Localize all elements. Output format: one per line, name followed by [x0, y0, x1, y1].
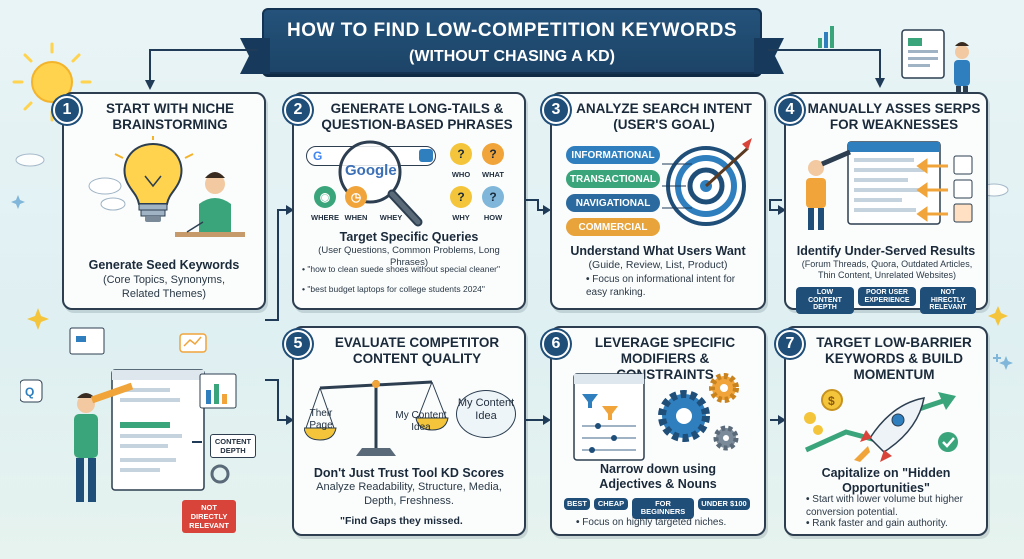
step-5-quote: "Find Gaps they missed.	[340, 515, 463, 527]
svg-text:$: $	[828, 394, 835, 408]
question-what-icon: ?	[482, 143, 504, 165]
step-7-title: TARGET LOW-BARRIER KEYWORDS & BUILD MOME…	[816, 335, 972, 383]
scale-right-label: My Content Idea	[395, 410, 447, 433]
step-1-subtitle: Generate Seed Keywords	[88, 258, 240, 272]
modifier-for-beginners: FOR BEGINNERS	[632, 498, 694, 519]
telescope-person-icon	[74, 382, 134, 502]
question-why-label: WHY	[452, 213, 470, 222]
google-g-icon: G	[313, 149, 323, 163]
intent-commercial: COMMERCIAL	[566, 218, 660, 236]
serp-tag-not-relevant: NOT HIRECTLY RELEVANT	[920, 287, 976, 315]
question-where-icon: ◉	[314, 186, 336, 208]
question-whey-label: WHEY	[379, 213, 403, 222]
question-when-icon: ◷	[345, 186, 367, 208]
serp-tag-poor-ux: POOR USER EXPERIENCE	[858, 287, 916, 307]
person-writing-icon	[175, 172, 245, 237]
modifier-under-100: UNDER $100	[698, 498, 750, 511]
question-who-icon: ?	[450, 143, 472, 165]
title-banner: HOW TO FIND LOW-COMPETITION KEYWORDS (WI…	[240, 8, 784, 74]
step-1-number: 1	[53, 96, 81, 124]
gear-icon	[658, 373, 739, 451]
step-6-number: 6	[542, 330, 570, 358]
callout-not-relevant: NOT DIRECTLY RELEVANT	[182, 500, 236, 533]
serp-illustration	[806, 141, 973, 230]
step-2-subtitle: Target Specific Queries	[339, 230, 479, 244]
search-button[interactable]	[419, 149, 433, 162]
modifier-best: BEST	[564, 498, 590, 511]
step-5-title: EVALUATE COMPETITOR CONTENT QUALITY	[334, 335, 500, 367]
step-5-subtitle: Don't Just Trust Tool KD Scores	[313, 466, 505, 480]
balance-scale-icon	[304, 380, 449, 456]
step-7-bullet-2: Rank faster and gain authority.	[806, 518, 982, 531]
search-word: Google	[345, 162, 397, 179]
question-where-label: WHERE	[311, 213, 339, 222]
question-what-label: WHAT	[482, 170, 504, 179]
serp-tag-low-content: LOW CONTENT DEPTH	[796, 287, 854, 315]
intent-navigational: NAVIGATIONAL	[566, 194, 660, 212]
title-line-2: (WITHOUT CHASING A KD)	[409, 48, 615, 65]
step-6-bullet: Focus on highly targeted niches.	[576, 517, 756, 530]
scale-left-label: Their Page	[309, 408, 333, 431]
step-3-subtitle: Understand What Users Want	[570, 244, 746, 258]
step-2-title: GENERATE LONG-TAILS & QUESTION-BASED PHR…	[321, 101, 513, 133]
step-4-title: MANUALLY ASSES SERPS FOR WEAKNESSES	[807, 101, 981, 133]
question-when-label: WHEN	[344, 213, 368, 222]
step-2-number: 2	[284, 96, 312, 124]
step-1-detail: (Core Topics, Synonyms, Related Themes)	[102, 274, 226, 300]
question-how-label: HOW	[483, 213, 503, 222]
step-7-number: 7	[776, 330, 804, 358]
step-4-number: 4	[776, 96, 804, 124]
step-7-subtitle: Capitalize on "Hidden Opportunities"	[821, 466, 951, 495]
rocket-icon	[854, 397, 925, 462]
step-1-card	[62, 92, 266, 310]
step-3-bullet: Focus on informational intent for easy r…	[586, 274, 736, 299]
callout-content-depth: CONTENT DEPTH	[210, 434, 256, 458]
lightbulb-icon	[88, 136, 194, 222]
step-1-illustration	[88, 136, 245, 237]
rocket-growth-illustration: $	[804, 389, 958, 462]
title-line-1: HOW TO FIND LOW-COMPETITION KEYWORDS	[286, 20, 738, 41]
step-1-title: START WITH NICHE BRAINSTORMING	[106, 101, 234, 133]
content-idea-bubble: My Content Idea	[456, 390, 516, 438]
step-3-number: 3	[542, 96, 570, 124]
intent-transactional: TRANSACTIONAL	[566, 170, 660, 188]
step-4-detail: (Forum Threads, Quora, Outdated Articles…	[801, 259, 973, 281]
question-how-icon: ?	[482, 186, 504, 208]
filter-gears-illustration	[573, 373, 739, 461]
step-3-detail: (Guide, Review, List, Product)	[588, 259, 728, 271]
step-2-bullet-1: "how to clean suede shoes without specia…	[302, 264, 522, 275]
step-6-subtitle: Narrow down using Adjectives & Nouns	[599, 462, 717, 491]
step-5-detail: Analyze Readability, Structure, Media, D…	[316, 481, 502, 507]
step-4-subtitle: Identify Under-Served Results	[796, 244, 976, 258]
research-illustration: Q	[20, 327, 237, 502]
coin-icon: $	[821, 389, 843, 411]
question-why-icon: ?	[450, 186, 472, 208]
step-3-title: ANALYZE SEARCH INTENT (USER'S GOAL)	[576, 101, 752, 133]
step-5-number: 5	[284, 330, 312, 358]
target-icon	[662, 138, 752, 226]
intent-informational: INFORMATIONAL	[566, 146, 660, 164]
step-2-bullet-2: "best budget laptops for college student…	[302, 284, 522, 295]
telescope-person-icon	[806, 149, 851, 230]
analyst-illustration	[818, 26, 970, 92]
sparkle-icons	[11, 195, 1013, 370]
modifier-cheap: CHEAP	[594, 498, 628, 511]
question-who-label: WHO	[451, 170, 471, 179]
svg-text:Q: Q	[25, 385, 34, 399]
step-7-bullet-1: Start with lower volume but higher conve…	[806, 494, 982, 519]
step-2-detail: (User Questions, Common Problems, Long P…	[318, 245, 500, 268]
